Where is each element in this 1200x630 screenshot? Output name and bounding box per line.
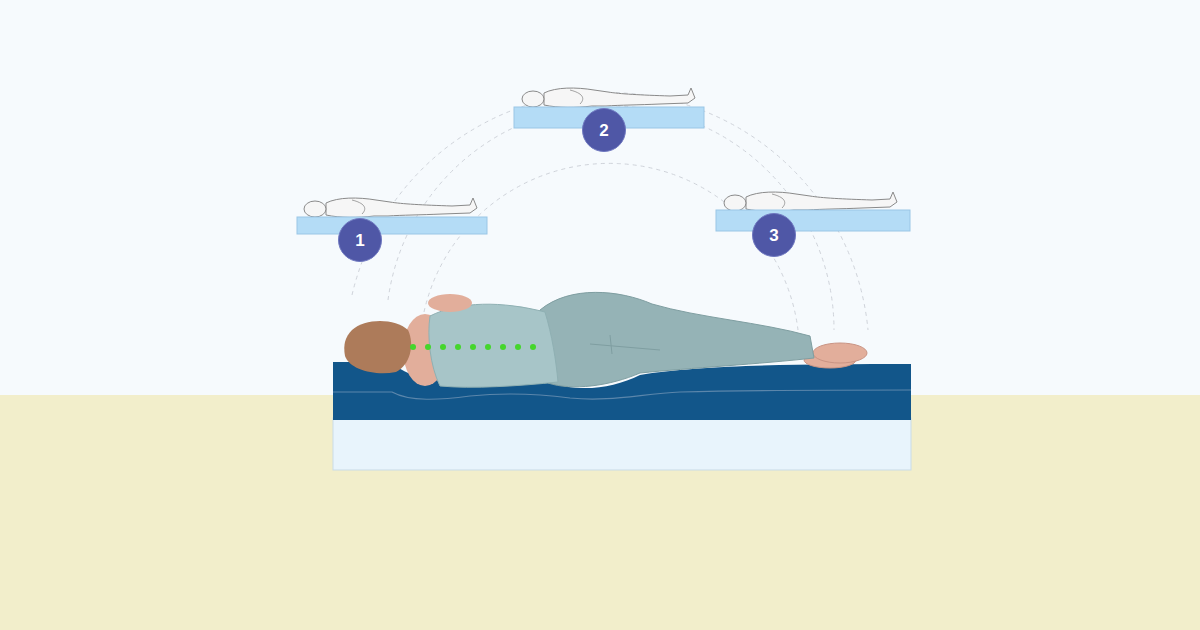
callout-number: 3 xyxy=(769,227,778,244)
callout-circle: 1 xyxy=(338,218,382,262)
floor-ground xyxy=(0,395,1200,630)
spine-dots xyxy=(410,344,536,350)
side-sleeper xyxy=(344,292,867,387)
callout-number: 1 xyxy=(355,232,364,249)
sky-ground xyxy=(0,0,1200,395)
callout-circle: 3 xyxy=(752,213,796,257)
callout-circle: 2 xyxy=(582,108,626,152)
small-mattress-1 xyxy=(297,198,487,234)
small-mattress-3 xyxy=(716,192,910,231)
callout-number: 2 xyxy=(599,122,608,139)
